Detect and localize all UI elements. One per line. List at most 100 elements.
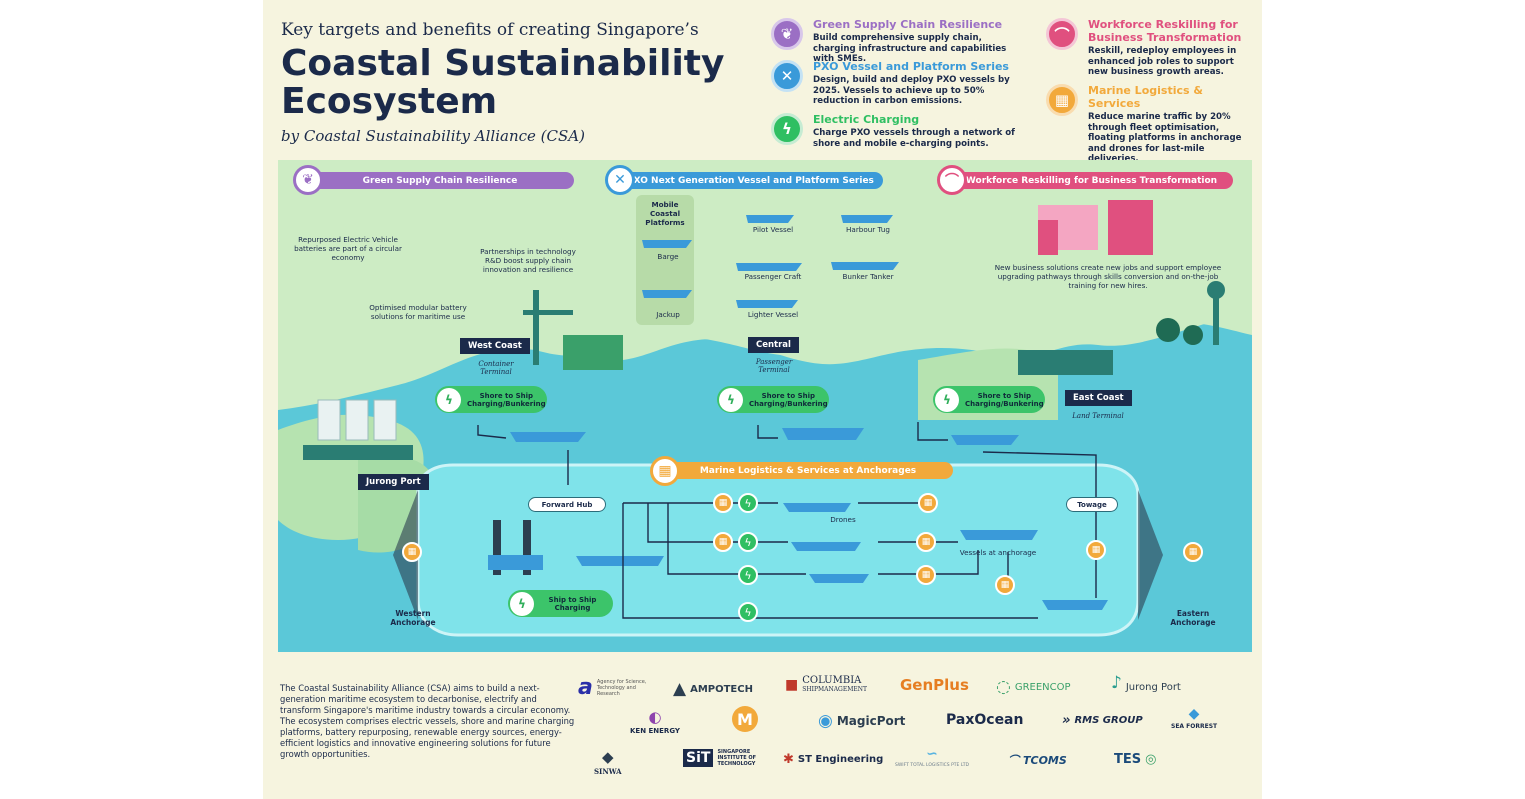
bolt-icon: ϟ bbox=[738, 602, 758, 622]
bolt-icon: ϟ bbox=[771, 113, 803, 145]
logo-swift: ∽SWIFT TOTAL LOGISTICS PTE LTD bbox=[895, 746, 969, 768]
legend-desc: Charge PXO vessels through a network of … bbox=[813, 128, 1015, 149]
header-byline: by Coastal Sustainability Alliance (CSA) bbox=[281, 127, 585, 145]
label-passenger-craft: Passenger Craft bbox=[744, 272, 802, 281]
label-vessels-anchorage: Vessels at anchorage bbox=[959, 548, 1037, 557]
m-mark-icon: M bbox=[732, 706, 758, 732]
banner-green-supply: Green Supply Chain Resilience bbox=[306, 172, 574, 189]
logo-ken-energy: ◐KEN ENERGY bbox=[630, 708, 680, 735]
crate-icon: ▦ bbox=[713, 493, 733, 513]
about-text: The Coastal Sustainability Alliance (CSA… bbox=[280, 683, 575, 759]
legend-desc: Reduce marine traffic by 20% through fle… bbox=[1088, 112, 1242, 164]
label-bunker-tanker: Bunker Tanker bbox=[842, 272, 894, 281]
logo-ampotech: ▲AMPOTECH bbox=[673, 679, 753, 699]
greencop-mark-icon: ◌ bbox=[996, 677, 1011, 697]
leaf-icon: ❦ bbox=[293, 165, 323, 195]
magicport-mark-icon: ◉ bbox=[818, 711, 833, 731]
hardhat-icon: ⌒ bbox=[937, 165, 967, 195]
legend-desc: Build comprehensive supply chain, chargi… bbox=[813, 33, 1007, 64]
label-mobile-platforms: Mobile Coastal Platforms bbox=[645, 200, 685, 227]
logo-sinwa: ◆SINWA bbox=[594, 748, 622, 776]
logo-st-engineering: ✱ST Engineering bbox=[783, 752, 884, 767]
infographic-poster: Key targets and benefits of creating Sin… bbox=[263, 0, 1262, 799]
crate-icon: ▦ bbox=[713, 532, 733, 552]
swift-mark-icon: ∽ bbox=[926, 746, 938, 762]
legend-title: Marine Logistics & Services bbox=[1088, 84, 1203, 110]
label-batteries: Repurposed Electric Vehicle batteries ar… bbox=[294, 235, 402, 262]
label-workforce: New business solutions create new jobs a… bbox=[994, 263, 1222, 290]
logo-m: M bbox=[732, 706, 758, 732]
bolt-icon: ϟ bbox=[738, 532, 758, 552]
columbia-mark-icon: ■ bbox=[785, 677, 799, 693]
legend-desc: Design, build and deploy PXO vessels by … bbox=[813, 75, 1010, 106]
sign-east-coast-sub: Land Terminal bbox=[1072, 412, 1124, 420]
legend-green-supply: ❦ Green Supply Chain Resilience Build co… bbox=[771, 18, 1026, 65]
jurong-port-mark-icon: ♪ bbox=[1111, 672, 1122, 693]
label-lighter-vessel: Lighter Vessel bbox=[747, 310, 799, 319]
label-pilot-vessel: Pilot Vessel bbox=[752, 225, 794, 234]
wrench-icon: ✕ bbox=[605, 165, 635, 195]
legend-title: Workforce Reskilling for Business Transf… bbox=[1088, 18, 1242, 44]
logo-genplus: GenPlus bbox=[900, 676, 969, 694]
legend-marine: ▦ Marine Logistics & Services Reduce mar… bbox=[1046, 84, 1256, 165]
sinwa-mark-icon: ◆ bbox=[602, 748, 614, 766]
logo-rms: »RMS GROUP bbox=[1062, 713, 1143, 728]
sit-mark-icon: SiT bbox=[683, 749, 714, 767]
sign-jurong-port: Jurong Port bbox=[358, 474, 429, 490]
hardhat-icon: ⌒ bbox=[1046, 18, 1078, 50]
label-barge: Barge bbox=[657, 252, 679, 261]
crate-icon: ▦ bbox=[1086, 540, 1106, 560]
crate-icon: ▦ bbox=[402, 542, 422, 562]
sign-west-coast-sub: Container Terminal bbox=[478, 360, 514, 376]
bolt-icon: ϟ bbox=[738, 565, 758, 585]
legend-desc: Reskill, redeploy employees in enhanced … bbox=[1088, 46, 1237, 77]
st-mark-icon: ✱ bbox=[783, 752, 794, 767]
legend-pxo: ✕ PXO Vessel and Platform Series Design,… bbox=[771, 60, 1026, 107]
ecosystem-map: Green Supply Chain Resilience ❦ PXO Next… bbox=[278, 160, 1252, 652]
sign-west-coast: West Coast bbox=[460, 338, 530, 354]
crate-icon: ▦ bbox=[916, 565, 936, 585]
wrench-icon: ✕ bbox=[771, 60, 803, 92]
label-eastern-anchorage: Eastern Anchorage bbox=[1170, 609, 1216, 627]
rms-mark-icon: » bbox=[1062, 713, 1071, 728]
crate-icon: ▦ bbox=[918, 493, 938, 513]
chip-forward-hub: Forward Hub bbox=[528, 497, 606, 512]
legend-title: PXO Vessel and Platform Series bbox=[813, 60, 1009, 73]
tcoms-mark-icon: ⌒ bbox=[1008, 754, 1019, 767]
sign-central-sub: Passenger Terminal bbox=[755, 358, 793, 374]
crate-icon: ▦ bbox=[916, 532, 936, 552]
label-jackup: Jackup bbox=[656, 310, 680, 319]
bolt-icon: ϟ bbox=[510, 591, 534, 616]
crate-icon: ▦ bbox=[650, 456, 680, 486]
crate-icon: ▦ bbox=[1046, 84, 1078, 116]
logo-jurong-port: ♪Jurong Port bbox=[1111, 672, 1181, 694]
banner-workforce: Workforce Reskilling for Business Transf… bbox=[950, 172, 1233, 189]
bolt-icon: ϟ bbox=[738, 493, 758, 513]
crate-icon: ▦ bbox=[1183, 542, 1203, 562]
logo-sea-forrest: ◆SEA FORREST bbox=[1171, 706, 1218, 730]
logo-greencop: ◌GREENCOP bbox=[996, 677, 1071, 697]
tes-mark-icon: ◎ bbox=[1145, 752, 1157, 767]
bolt-icon: ϟ bbox=[719, 387, 743, 412]
banner-marine: Marine Logistics & Services at Anchorage… bbox=[663, 462, 953, 479]
astar-mark-icon: a bbox=[578, 675, 593, 700]
legend-title: Electric Charging bbox=[813, 113, 920, 126]
logo-paxocean: PaxOcean bbox=[946, 712, 1024, 728]
drop-icon: ◆ bbox=[1188, 706, 1200, 722]
label-modular: Optimised modular battery solutions for … bbox=[369, 303, 467, 321]
sign-central: Central bbox=[748, 337, 799, 353]
legend-title: Green Supply Chain Resilience bbox=[813, 18, 1003, 31]
label-harbour-tug: Harbour Tug bbox=[846, 225, 890, 234]
legend-electric: ϟ Electric Charging Charge PXO vessels t… bbox=[771, 113, 1026, 149]
banner-pxo: PXO Next Generation Vessel and Platform … bbox=[618, 172, 883, 189]
crate-icon: ▦ bbox=[995, 575, 1015, 595]
label-drones: Drones bbox=[830, 515, 856, 524]
legend-workforce: ⌒ Workforce Reskilling for Business Tran… bbox=[1046, 18, 1256, 78]
ken-mark-icon: ◐ bbox=[648, 708, 662, 726]
